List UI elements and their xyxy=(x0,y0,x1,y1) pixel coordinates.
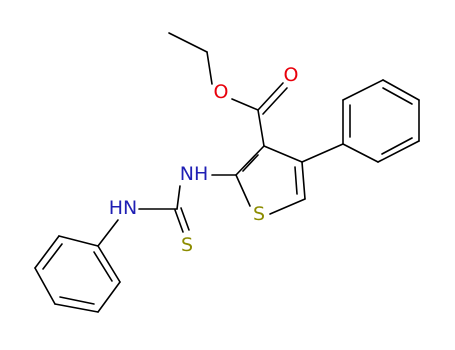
bond-phenyl-a-inner-3 xyxy=(382,87,413,105)
sulfur-ring-label: S xyxy=(253,203,265,225)
bond-c-s-double-a xyxy=(174,209,184,233)
bond-thiophene-c3-c2-inner xyxy=(242,154,259,172)
bond-carbonyl-double-a xyxy=(257,82,284,111)
bond-thiophene-s-c5 xyxy=(269,198,306,215)
bond-phenyl-a-4 xyxy=(382,79,420,101)
bond-thiophene-c4-c5 xyxy=(301,161,306,200)
nitrogen-amine-label: NH xyxy=(180,163,209,185)
bond-thiophene-c3-c2 xyxy=(235,145,265,176)
bond-thiophene-c3-c4 xyxy=(263,145,303,163)
bond-c4-phenyl xyxy=(301,143,344,163)
nitrogen-thiourea-label: HN xyxy=(109,197,138,219)
bond-phenyl-b-3 xyxy=(34,267,56,305)
bond-thiophene-c2-s xyxy=(235,174,251,207)
bond-phenyl-a-5 xyxy=(342,79,384,101)
bond-carbonyl-c-ring xyxy=(257,109,265,147)
bond-phenyl-b-inner-1 xyxy=(42,243,63,270)
bond-phenyl-b-1 xyxy=(58,235,99,247)
bond-nh-c-thione xyxy=(176,185,181,210)
bond-phenyl-a-inner-2 xyxy=(381,137,413,155)
oxygen-ether-label: O xyxy=(214,81,229,103)
bond-o-carbonyl-c xyxy=(231,98,259,111)
bond-phenyl-b-5 xyxy=(97,281,121,313)
bond-phenyl-a-2 xyxy=(377,140,420,163)
oxygen-carbonyl-label: O xyxy=(284,64,299,86)
bond-phenyl-b-2 xyxy=(34,235,60,269)
bond-ethyl-ch2-o xyxy=(206,51,213,85)
bond-phenyl-a-1 xyxy=(342,143,379,163)
bond-thiophene-c4-c5-inner xyxy=(294,166,298,195)
bond-carbonyl-double-b xyxy=(262,87,288,115)
bond-c-s-double-b xyxy=(180,207,190,231)
sulfur-thione-label: S xyxy=(181,234,193,256)
bond-nh-phenyl xyxy=(97,219,119,247)
bond-phenyl-b-6 xyxy=(97,245,121,283)
bond-ethyl-ch3-ch2 xyxy=(168,32,208,53)
bond-phenyl-b-4 xyxy=(54,303,99,313)
bond-phenyl-b-inner-2 xyxy=(59,296,95,305)
bond-phenyl-b-inner-3 xyxy=(93,251,113,282)
